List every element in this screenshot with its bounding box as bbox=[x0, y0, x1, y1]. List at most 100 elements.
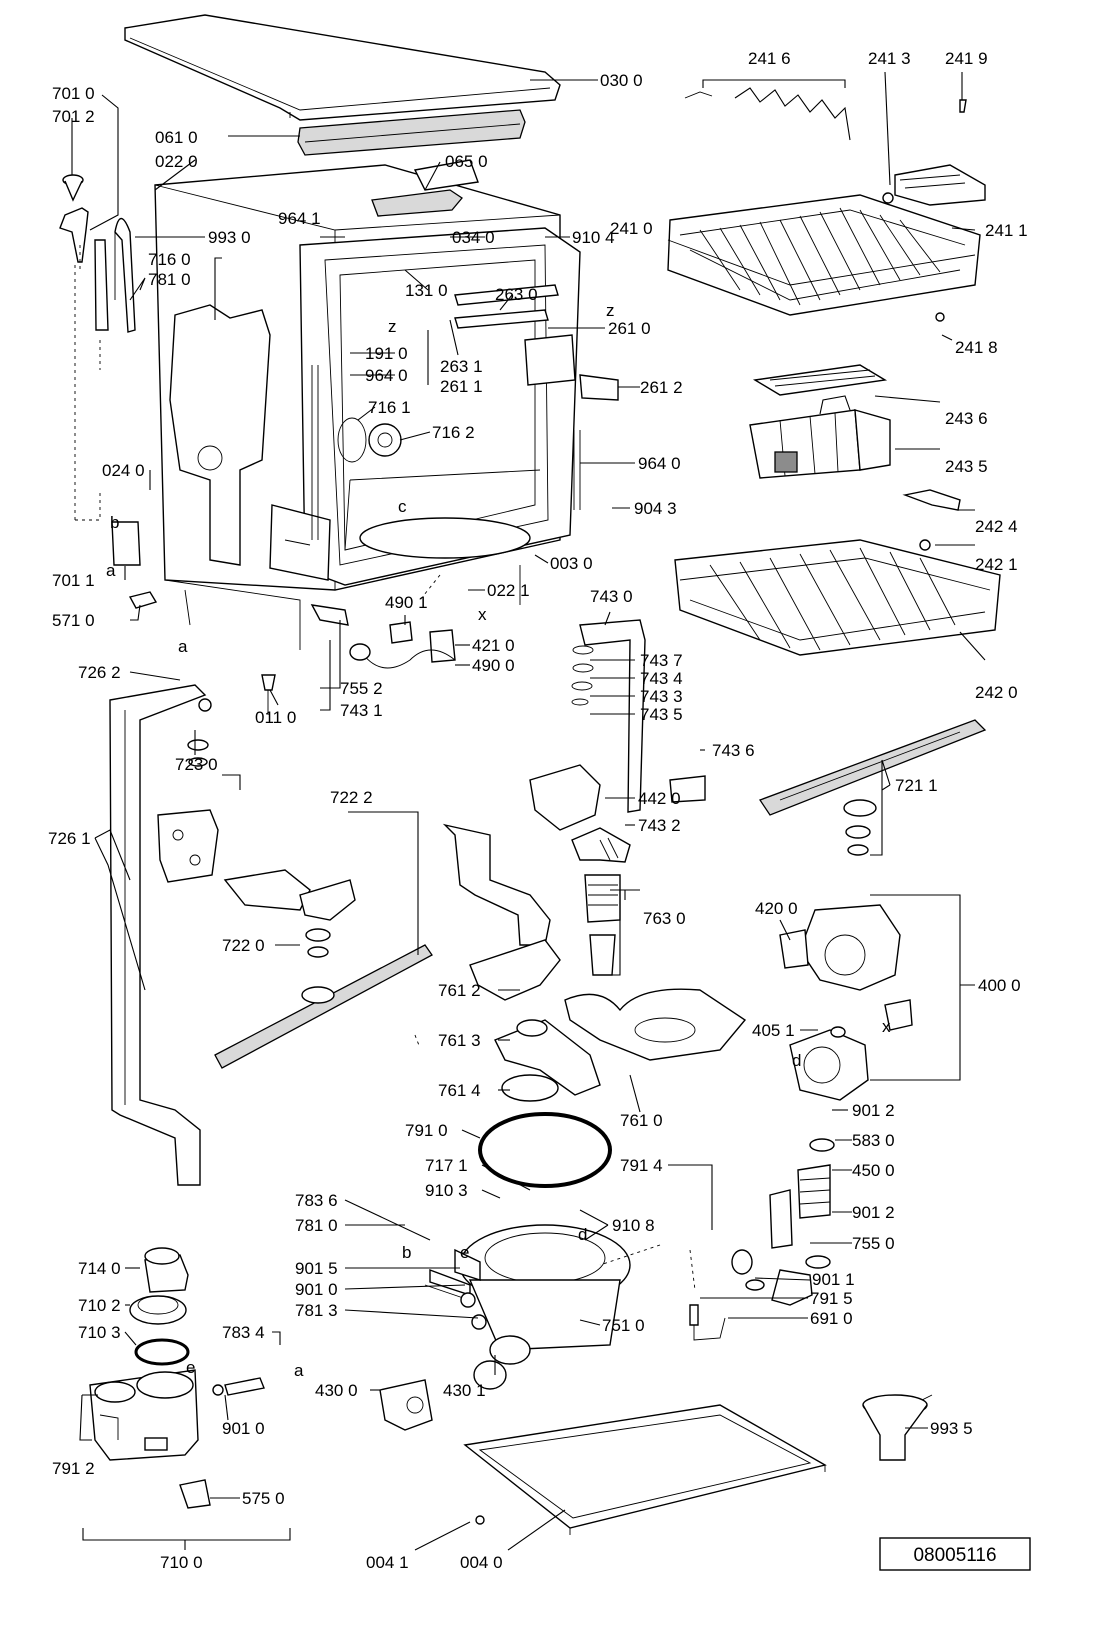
label-part-710-2: 710 2 bbox=[78, 1296, 121, 1315]
label-part-261-1: 261 1 bbox=[440, 377, 483, 396]
label-part-004-1: 004 1 bbox=[366, 1553, 409, 1572]
pump-motor-drawing bbox=[779, 904, 913, 1101]
label-part-755-2: 755 2 bbox=[340, 679, 383, 698]
insulation-strip-drawing bbox=[297, 109, 526, 156]
label-part-583-0: 583 0 bbox=[852, 1131, 895, 1150]
label-part-242-1: 242 1 bbox=[975, 555, 1018, 574]
label-part-061-0: 061 0 bbox=[155, 128, 198, 147]
label-part-242-0: 242 0 bbox=[975, 683, 1018, 702]
funnel-drawing bbox=[862, 1394, 933, 1461]
label-part-022-0: 022 0 bbox=[155, 152, 198, 171]
label-part-751-0: 751 0 bbox=[602, 1316, 645, 1335]
letter-x-lower: x bbox=[882, 1017, 891, 1036]
label-part-993-5: 993 5 bbox=[930, 1419, 973, 1438]
letter-x-upper: x bbox=[478, 605, 487, 624]
connection-letters: z z c b a a x x d d b e e a bbox=[106, 301, 891, 1380]
label-part-791-0: 791 0 bbox=[405, 1121, 448, 1140]
middle-pipe-drawing bbox=[442, 823, 747, 1188]
label-part-761-4: 761 4 bbox=[438, 1081, 481, 1100]
label-part-743-5: 743 5 bbox=[640, 705, 683, 724]
label-part-901-1: 901 1 bbox=[812, 1270, 855, 1289]
label-part-717-1: 717 1 bbox=[425, 1156, 468, 1175]
label-part-065-0: 065 0 bbox=[445, 152, 488, 171]
label-part-755-0: 755 0 bbox=[852, 1234, 895, 1253]
label-part-263-1: 263 1 bbox=[440, 357, 483, 376]
label-part-034-0: 034 0 bbox=[452, 228, 495, 247]
base-plate-drawing bbox=[463, 1404, 827, 1535]
label-part-901-2-lower: 901 2 bbox=[852, 1203, 895, 1222]
label-part-781-0: 781 0 bbox=[148, 270, 191, 289]
label-part-964-0: 964 0 bbox=[365, 366, 408, 385]
letter-c: c bbox=[398, 497, 407, 516]
label-part-490-1: 490 1 bbox=[385, 593, 428, 612]
label-part-241-6: 241 6 bbox=[748, 49, 791, 68]
label-part-743-1: 743 1 bbox=[340, 701, 383, 720]
label-part-243-5: 243 5 bbox=[945, 457, 988, 476]
label-part-993-0: 993 0 bbox=[208, 228, 251, 247]
label-part-243-6: 243 6 bbox=[945, 409, 988, 428]
label-part-901-2: 901 2 bbox=[852, 1101, 895, 1120]
label-part-011-0: 011 0 bbox=[255, 708, 296, 727]
label-part-430-1: 430 1 bbox=[443, 1381, 486, 1400]
sump-drawing bbox=[379, 1224, 631, 1431]
label-part-743-6: 743 6 bbox=[712, 741, 755, 760]
label-part-761-2: 761 2 bbox=[438, 981, 481, 1000]
label-part-743-2: 743 2 bbox=[638, 816, 681, 835]
letter-a-middle: a bbox=[178, 637, 188, 656]
drawings bbox=[59, 14, 1001, 1535]
letter-a-upper: a bbox=[106, 561, 116, 580]
label-part-743-3: 743 3 bbox=[640, 687, 683, 706]
part-labels: 030 0 061 0 022 0 065 0 701 0 701 2 993 … bbox=[48, 49, 1028, 1572]
label-part-490-0: 490 0 bbox=[472, 656, 515, 675]
letter-b-upper: b bbox=[110, 513, 119, 532]
document-number-box: 08005116 bbox=[879, 1537, 1031, 1571]
label-part-722-0: 722 0 bbox=[222, 936, 265, 955]
label-part-901-0: 901 0 bbox=[295, 1280, 338, 1299]
label-part-716-1: 716 1 bbox=[368, 398, 411, 417]
label-part-430-0: 430 0 bbox=[315, 1381, 358, 1400]
label-part-024-0: 024 0 bbox=[102, 461, 145, 480]
label-part-241-0: 241 0 bbox=[610, 219, 653, 238]
tub-frame-drawing bbox=[59, 159, 619, 650]
label-part-910-3: 910 3 bbox=[425, 1181, 468, 1200]
letter-b-lower: b bbox=[402, 1243, 411, 1262]
label-part-421-0: 421 0 bbox=[472, 636, 515, 655]
label-part-400-0: 400 0 bbox=[978, 976, 1021, 995]
cutlery-basket-drawing bbox=[749, 364, 891, 479]
label-part-743-7: 743 7 bbox=[640, 651, 683, 670]
label-part-022-1: 022 1 bbox=[487, 581, 530, 600]
label-part-783-6: 783 6 bbox=[295, 1191, 338, 1210]
letter-z-inside: z bbox=[388, 317, 397, 336]
label-part-716-2: 716 2 bbox=[432, 423, 475, 442]
label-part-791-5: 791 5 bbox=[810, 1289, 853, 1308]
wiring-drawing bbox=[261, 604, 456, 715]
label-part-710-3: 710 3 bbox=[78, 1323, 121, 1342]
label-part-761-3: 761 3 bbox=[438, 1031, 481, 1050]
label-part-714-0: 714 0 bbox=[78, 1259, 121, 1278]
label-part-721-1: 721 1 bbox=[895, 776, 938, 795]
label-part-442-0: 442 0 bbox=[638, 789, 681, 808]
label-part-901-0-lower: 901 0 bbox=[222, 1419, 265, 1438]
label-part-691-0: 691 0 bbox=[810, 1309, 853, 1328]
label-part-241-3: 241 3 bbox=[868, 49, 911, 68]
label-part-405-1: 405 1 bbox=[752, 1021, 795, 1040]
letter-e-softener: e bbox=[186, 1358, 195, 1377]
label-part-261-2: 261 2 bbox=[640, 378, 683, 397]
label-part-701-0: 701 0 bbox=[52, 84, 95, 103]
label-part-726-2: 726 2 bbox=[78, 663, 121, 682]
letter-d-pump: d bbox=[792, 1051, 801, 1070]
lower-basket-drawing bbox=[674, 489, 1001, 656]
label-part-910-8: 910 8 bbox=[612, 1216, 655, 1235]
label-part-781-0-lower: 781 0 bbox=[295, 1216, 338, 1235]
label-part-761-0: 761 0 bbox=[620, 1111, 663, 1130]
label-part-030-0: 030 0 bbox=[600, 71, 643, 90]
circulation-tube-drawing bbox=[109, 684, 219, 1186]
lower-spray-arm-drawing bbox=[214, 869, 433, 1069]
label-part-716-0: 716 0 bbox=[148, 250, 191, 269]
label-part-263-0: 263 0 bbox=[495, 285, 538, 304]
label-part-910-4: 910 4 bbox=[572, 228, 615, 247]
document-number: 08005116 bbox=[913, 1545, 996, 1566]
label-part-261-0: 261 0 bbox=[608, 319, 651, 338]
label-part-241-8: 241 8 bbox=[955, 338, 998, 357]
